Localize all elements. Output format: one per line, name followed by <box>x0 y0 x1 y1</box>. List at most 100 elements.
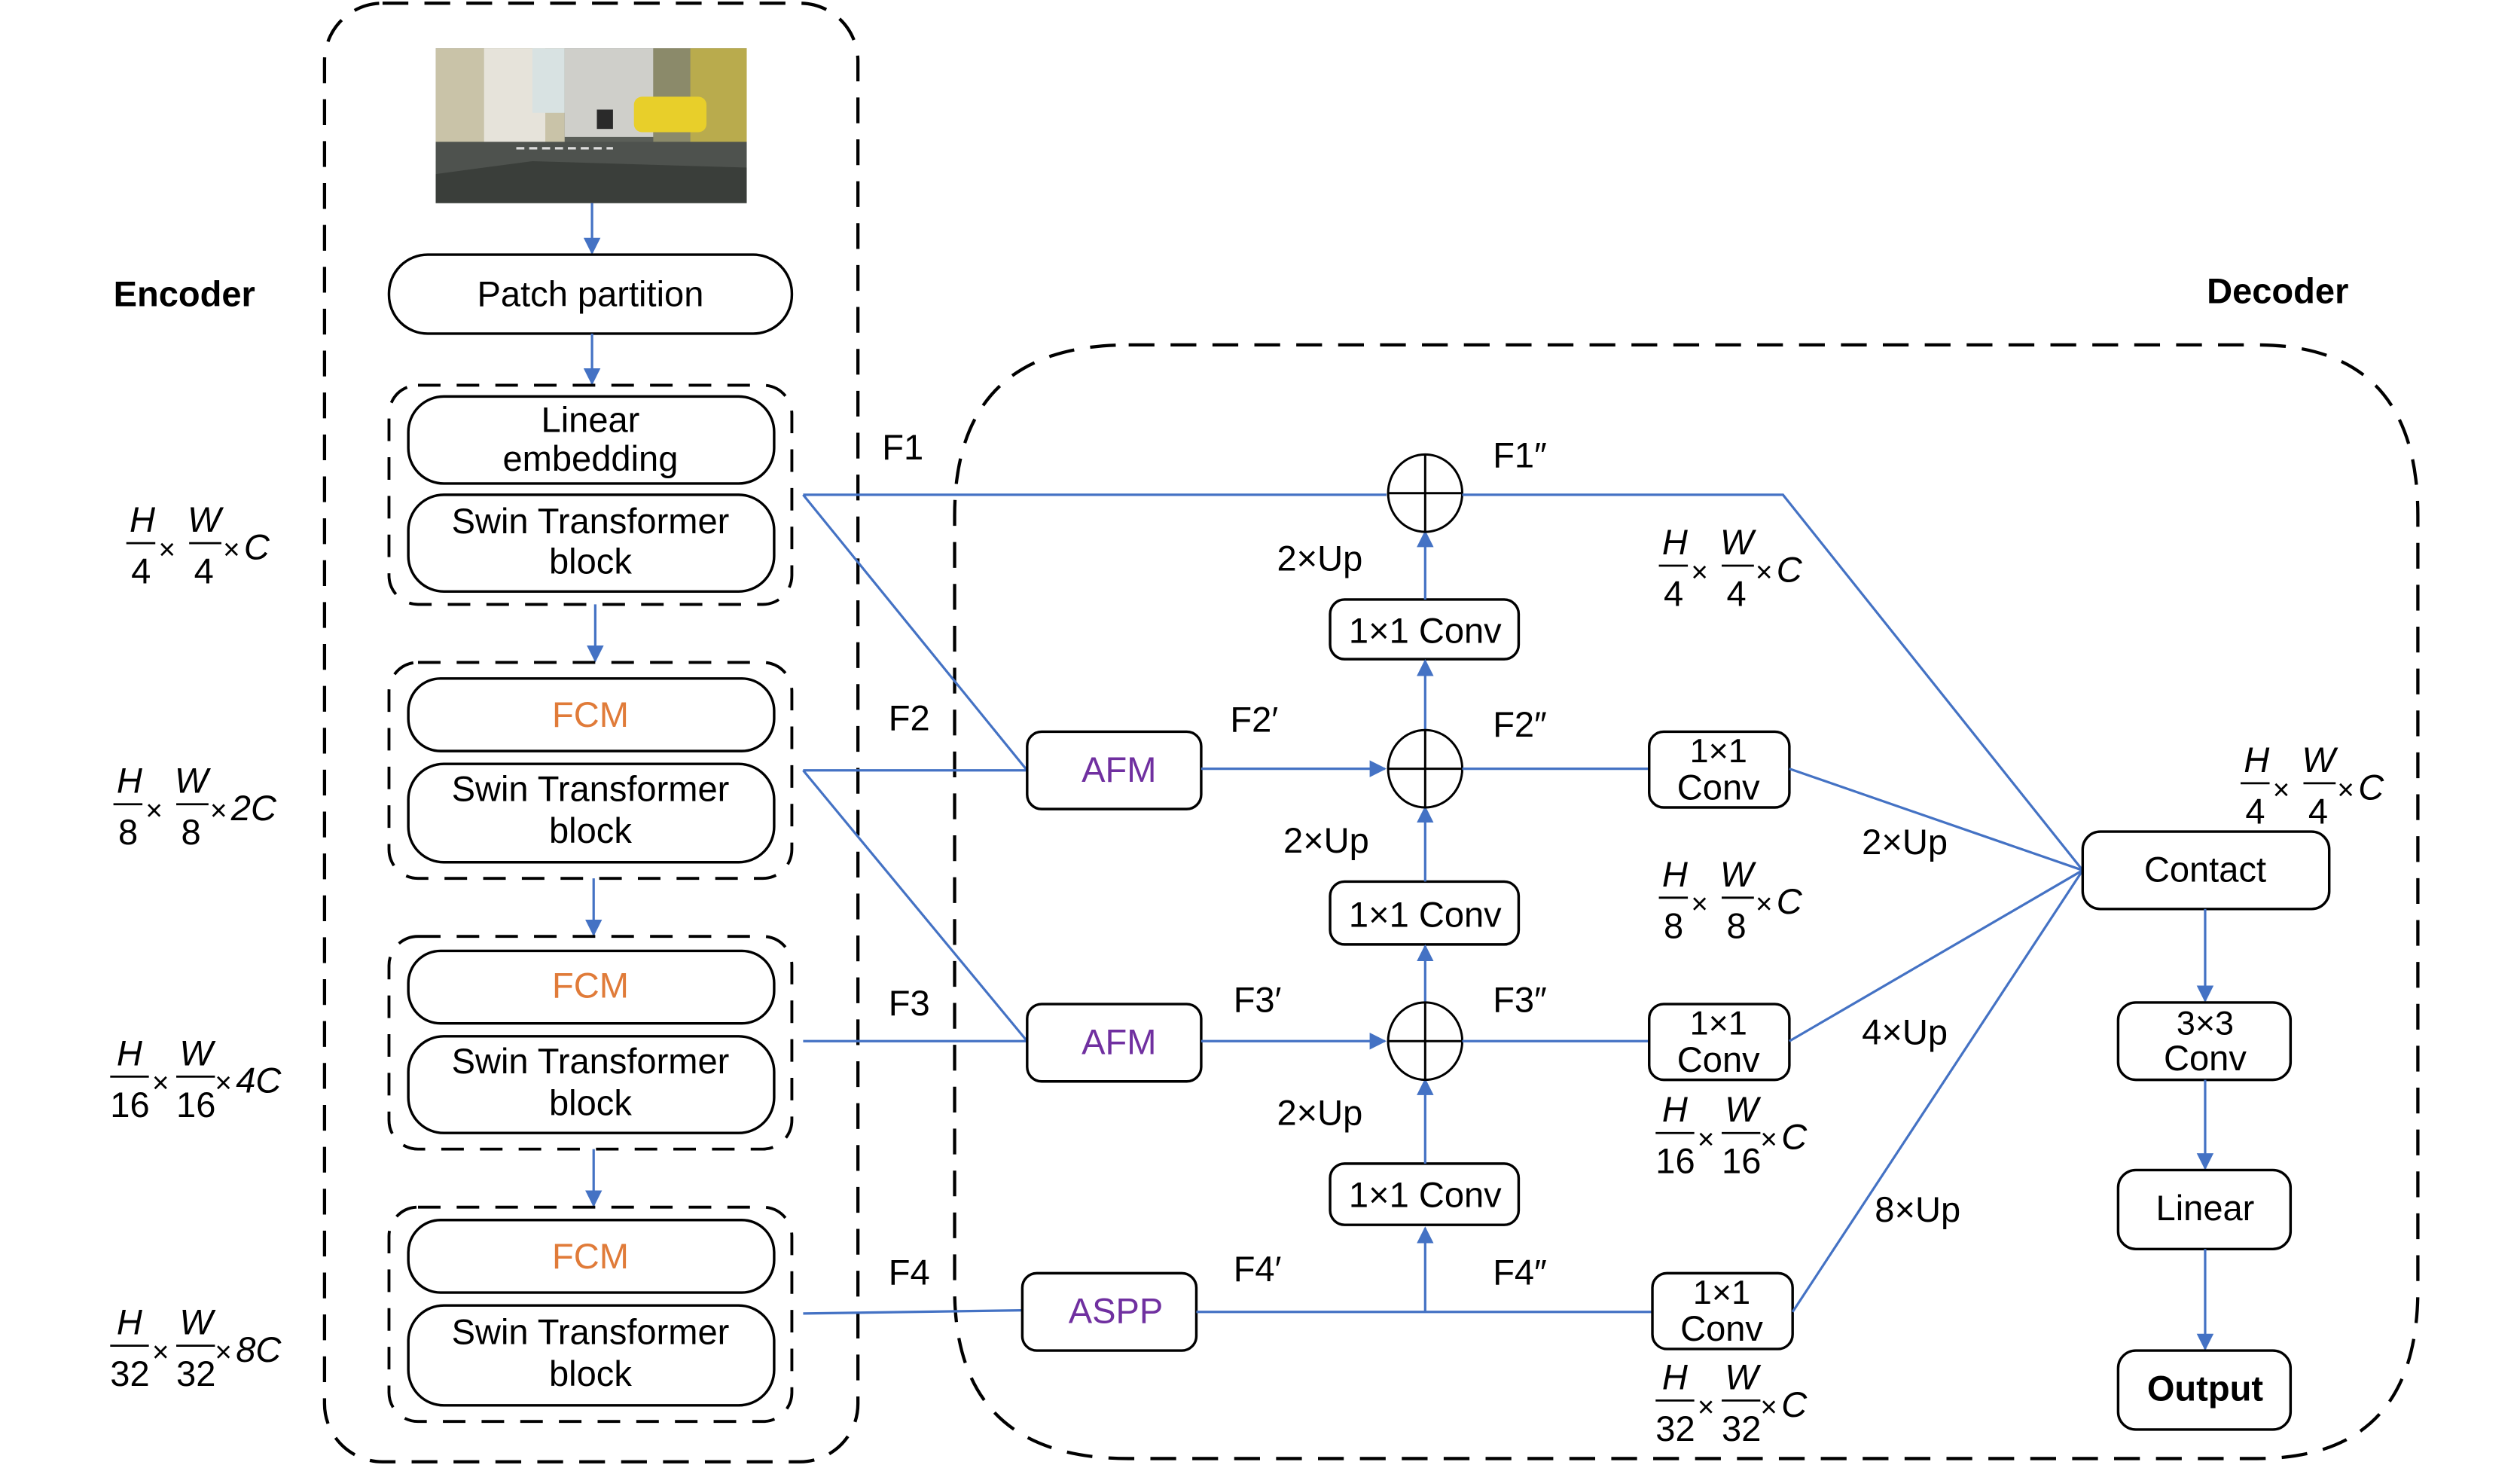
svg-text:×: × <box>2337 774 2354 806</box>
decoder-dim-label-2: H 8 × W 8 × C <box>1658 854 1803 945</box>
encoder-dim-label-1: H 4 × W 4 × C <box>126 499 270 591</box>
sum-node-3 <box>1387 1001 1464 1082</box>
svg-text:W: W <box>175 761 212 801</box>
svg-text:×: × <box>2273 774 2290 806</box>
svg-text:Swin Transformer: Swin Transformer <box>452 1312 730 1352</box>
conv1x1-right-2: 1×1 Conv <box>1648 1003 1791 1082</box>
svg-text:1×1 Conv: 1×1 Conv <box>1349 894 1502 934</box>
label-f2-prime: F2′ <box>1230 699 1278 739</box>
linear-block: Linear <box>2116 1168 2293 1250</box>
svg-text:W: W <box>1720 854 1757 894</box>
svg-text:16: 16 <box>1722 1141 1761 1181</box>
svg-text:8: 8 <box>1726 905 1746 945</box>
svg-text:32: 32 <box>1655 1409 1695 1448</box>
svg-text:W: W <box>1725 1357 1762 1396</box>
svg-text:×: × <box>1760 1124 1777 1156</box>
svg-text:block: block <box>549 1354 632 1393</box>
svg-text:C: C <box>1781 1384 1808 1424</box>
conv1x1-right-3: 1×1 Conv <box>1651 1271 1794 1351</box>
svg-text:Conv: Conv <box>1677 1039 1760 1079</box>
label-4x-up: 4×Up <box>1862 1012 1948 1052</box>
svg-text:1×1: 1×1 <box>1690 731 1747 770</box>
svg-text:4: 4 <box>1726 574 1746 614</box>
svg-text:W: W <box>2302 740 2338 780</box>
svg-text:4: 4 <box>194 551 214 591</box>
feature-label-f3: F3 <box>889 983 930 1023</box>
label-2x-up-right: 2×Up <box>1862 822 1948 862</box>
encoder-dim-label-3: H 16 × W 16 × 4C <box>110 1033 282 1125</box>
svg-text:C: C <box>244 526 270 566</box>
afm-block-2: AFM <box>1026 1003 1203 1083</box>
svg-text:×: × <box>1756 556 1772 588</box>
svg-text:×: × <box>1691 888 1707 920</box>
svg-text:C: C <box>1777 549 1803 589</box>
svg-text:16: 16 <box>1655 1141 1695 1181</box>
svg-text:block: block <box>549 542 632 581</box>
label-2x-up-1: 2×Up <box>1277 538 1362 578</box>
svg-text:×: × <box>215 1336 231 1369</box>
svg-text:FCM: FCM <box>552 1236 629 1276</box>
svg-text:×: × <box>1698 1391 1714 1424</box>
svg-text:C: C <box>1777 881 1803 921</box>
svg-text:Output: Output <box>2147 1368 2264 1408</box>
svg-text:8: 8 <box>1664 905 1683 945</box>
svg-text:4: 4 <box>2308 791 2328 831</box>
conv3x3-block: 3×3 Conv <box>2116 1001 2293 1082</box>
label-f4-prime: F4′ <box>1234 1249 1282 1289</box>
decoder-dim-label-contact: H 4 × W 4 × C <box>2241 740 2384 831</box>
svg-text:Conv: Conv <box>2164 1038 2247 1078</box>
flow-conv-r1-to-contact <box>1789 768 2083 871</box>
svg-text:×: × <box>215 1067 231 1100</box>
sum-node-1 <box>1387 453 1464 533</box>
conv1x1-up-3: 1×1 Conv <box>1329 1162 1521 1226</box>
flow-conv-r3-to-contact <box>1791 869 2084 1313</box>
svg-text:Swin Transformer: Swin Transformer <box>452 1041 730 1081</box>
svg-text:4: 4 <box>2245 791 2265 831</box>
label-f3-prime: F3′ <box>1234 980 1282 1020</box>
encoder-stage-1: Linear embedding Swin Transformer block <box>387 383 794 606</box>
svg-text:H: H <box>1662 1357 1689 1396</box>
encoder-dim-label-2: H 8 × W 8 × 2C <box>113 761 277 852</box>
svg-text:W: W <box>188 499 224 539</box>
svg-text:ASPP: ASPP <box>1069 1291 1164 1331</box>
svg-text:H: H <box>1662 854 1689 894</box>
flow-sum1-to-contact <box>1462 493 2084 871</box>
svg-text:3×3: 3×3 <box>2177 1004 2234 1042</box>
svg-text:Conv: Conv <box>1680 1308 1763 1348</box>
label-f3-double-prime: F3″ <box>1493 980 1547 1020</box>
label-f1-double-prime: F1″ <box>1493 435 1547 475</box>
decoder-dim-label-4: H 32 × W 32 × C <box>1655 1357 1808 1448</box>
svg-text:H: H <box>1662 1089 1689 1129</box>
svg-text:Swin Transformer: Swin Transformer <box>452 768 730 808</box>
svg-text:block: block <box>549 810 632 850</box>
label-f4-double-prime: F4″ <box>1493 1252 1547 1292</box>
svg-text:×: × <box>1760 1391 1777 1424</box>
svg-text:32: 32 <box>176 1354 215 1393</box>
svg-text:32: 32 <box>1722 1409 1761 1448</box>
feature-label-f4: F4 <box>889 1252 930 1292</box>
svg-text:FCM: FCM <box>552 694 629 734</box>
svg-text:×: × <box>223 533 239 566</box>
label-8x-up: 8×Up <box>1875 1189 1960 1229</box>
flow-f2-to-afm2 <box>802 769 1029 1042</box>
svg-text:W: W <box>1725 1089 1762 1129</box>
conv1x1-up-1: 1×1 Conv <box>1329 598 1521 661</box>
encoder-stage-2: FCM Swin Transformer block <box>387 661 794 881</box>
sum-node-2 <box>1387 728 1464 809</box>
svg-text:4: 4 <box>1664 574 1683 614</box>
encoder-container <box>322 2 860 1463</box>
svg-text:1×1 Conv: 1×1 Conv <box>1349 1175 1502 1215</box>
afm-block-1: AFM <box>1026 730 1203 810</box>
svg-text:×: × <box>1698 1124 1714 1156</box>
svg-text:8C: 8C <box>236 1329 282 1369</box>
svg-text:1×1: 1×1 <box>1690 1004 1747 1042</box>
output-block: Output <box>2116 1349 2293 1431</box>
svg-text:1×1: 1×1 <box>1693 1273 1750 1311</box>
svg-text:AFM: AFM <box>1082 1021 1156 1061</box>
svg-text:2C: 2C <box>230 788 277 828</box>
flow-conv-r2-to-contact <box>1789 869 2084 1042</box>
svg-text:Contact: Contact <box>2144 849 2266 889</box>
svg-text:×: × <box>1756 888 1772 920</box>
flow-f4-to-aspp <box>803 1308 1023 1315</box>
